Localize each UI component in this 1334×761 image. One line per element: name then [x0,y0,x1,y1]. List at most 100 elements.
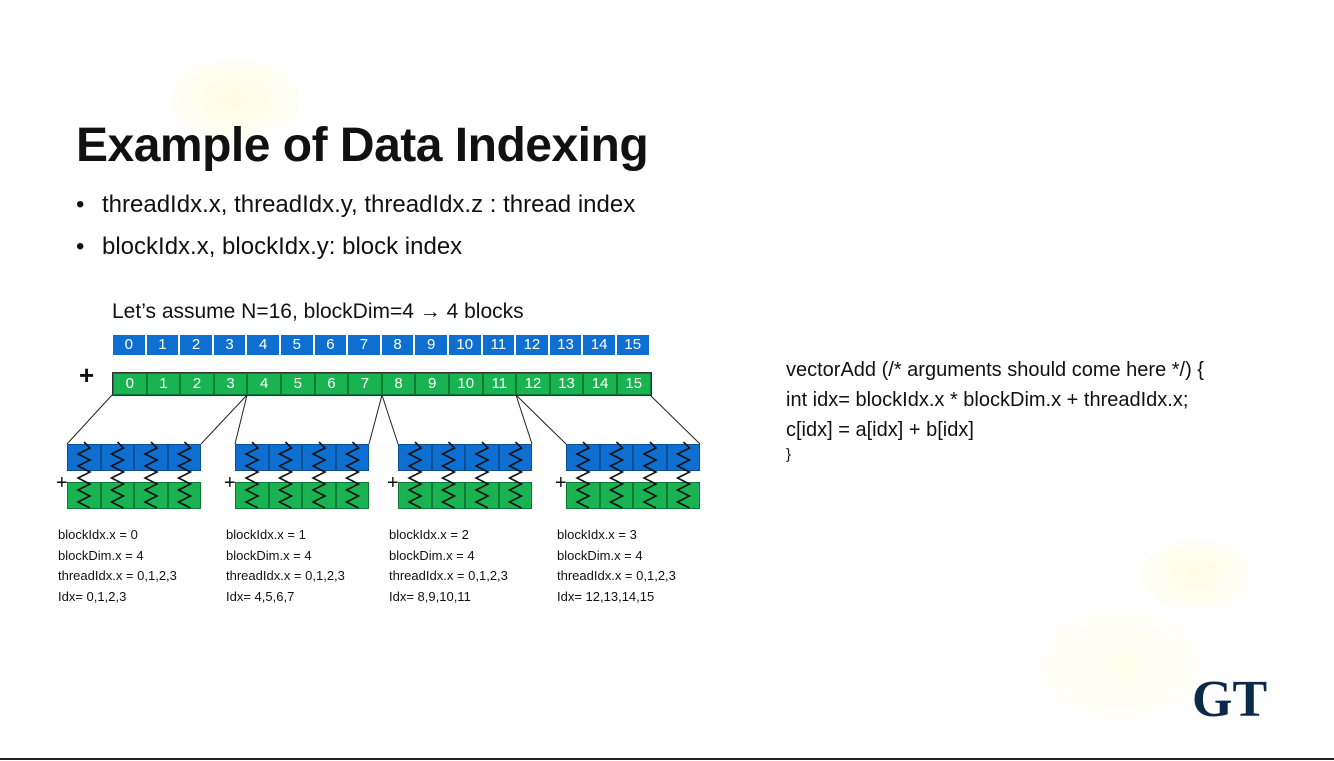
block-cell [268,444,302,471]
block-info-line: blockIdx.x = 3 [557,527,637,542]
array-cell: 8 [381,373,416,395]
mapping-line [515,394,567,445]
array-cell: 0 [113,373,147,395]
block-info-line: blockDim.x = 4 [557,547,643,563]
block-info-line: blockIdx.x = 2 [389,527,469,542]
code-line: } [786,446,792,463]
thread-squiggle [244,441,260,509]
thread-squiggles [407,441,524,509]
thread-squiggle [277,441,294,509]
code-line: c[idx] = a[idx] + b[idx] [786,419,974,441]
thread-squiggle [474,441,490,509]
code-line: int idx= blockIdx.x * blockDim.x + threa… [786,389,1189,411]
block-info-line: Idx= 8,9,10,11 [389,588,471,604]
block-info-line: threadIdx.x = 0,1,2,3 [389,568,508,583]
array-cell: 1 [146,373,181,395]
bullet-marker: • [76,233,85,260]
array-cell: 2 [179,334,213,356]
background-blob [1040,610,1200,720]
block-info-line: blockIdx.x = 0 [58,527,138,542]
array-cell: 8 [380,334,415,356]
block-info-line: blockIdx.x = 1 [226,527,306,542]
block-info-line: Idx= 12,13,14,15 [557,588,655,604]
array-cell: 10 [448,373,483,395]
gt-logo-icon: GT [1192,672,1267,724]
thread-squiggle [642,441,658,509]
thread-squiggle [507,441,524,509]
thread-squiggle [311,441,327,509]
array-cell: 13 [548,334,583,356]
block-info-line: threadIdx.x = 0,1,2,3 [226,568,345,583]
block-array-b [235,482,369,509]
block-info-line: blockDim.x = 4 [58,547,144,563]
array-cell: 7 [347,334,381,356]
block-info-line: threadIdx.x = 0,1,2,3 [557,568,676,583]
block-cell [633,444,667,471]
mapping-line [515,394,533,445]
block-plus-sign: + [224,472,236,494]
array-cell: 14 [583,373,617,395]
array-cell: 4 [247,373,281,395]
slide-title: Example of Data Indexing [76,119,649,172]
block-plus-sign: + [387,472,399,494]
code-line: vectorAdd (/* arguments should come here… [786,359,1204,381]
block-info: blockIdx.x = 3 blockDim.x = 4 threadIdx.x … [557,525,676,607]
array-cell: 11 [481,334,516,356]
gt-logo-text: GT [1192,672,1267,724]
thread-squiggles [575,441,692,509]
array-cell: 9 [415,373,449,395]
thread-squiggle [143,441,159,509]
thread-squiggles [76,441,193,509]
thread-squiggle [176,441,193,509]
mapping-line [368,394,383,445]
block-info: blockIdx.x = 2 blockDim.x = 4 threadIdx.x … [389,525,508,607]
plus-sign: + [79,360,95,390]
array-cell: 4 [246,334,280,356]
block-info: blockIdx.x = 0 blockDim.x = 4 threadIdx.x … [58,525,177,607]
bullet-list: • threadIdx.x, threadIdx.y, threadIdx.z :… [76,184,635,268]
array-cell: 12 [516,373,550,395]
block-plus-sign: + [56,472,68,494]
block-plus-sign: + [555,472,567,494]
block-info-line: threadIdx.x = 0,1,2,3 [58,568,177,583]
thread-squiggle [440,441,457,509]
thread-squiggle [575,441,591,509]
block-info-line: Idx= 0,1,2,3 [58,588,127,604]
thread-squiggle [76,441,92,509]
bullet-item: • blockIdx.x, blockIdx.y: block index [76,226,635,268]
array-cell: 2 [180,373,214,395]
block-info: blockIdx.x = 1 blockDim.x = 4 threadIdx.x … [226,525,345,607]
block-info-line: blockDim.x = 4 [389,547,475,563]
array-cell: 9 [414,334,448,356]
thread-squiggle [344,441,361,509]
mapping-line [649,394,701,445]
thread-squiggle [407,441,423,509]
thread-squiggle [109,441,126,509]
array-cell: 3 [212,334,247,356]
array-cell: 15 [616,373,651,395]
mapping-line [200,394,248,445]
array-cell: 0 [112,334,146,356]
array-cell: 12 [515,334,549,356]
array-cell: 6 [314,373,349,395]
background-blob [1140,540,1250,610]
bullet-text: blockIdx.x, blockIdx.y: block index [102,233,463,260]
thread-squiggle [608,441,625,509]
thread-squiggle [675,441,692,509]
array-cell: 1 [145,334,180,356]
thread-squiggles [244,441,361,509]
bullet-text: threadIdx.x, threadIdx.y, threadIdx.z : … [102,191,636,218]
block-info-line: blockDim.x = 4 [226,547,312,563]
array-cell: 3 [213,373,248,395]
bullet-marker: • [76,191,85,218]
assumption-text: Let’s assume N=16, blockDim=4 → 4 blocks [112,300,524,323]
block-info-line: Idx= 4,5,6,7 [226,588,295,604]
bottom-rule [0,758,1334,760]
mapping-line [381,394,399,445]
mapping-line [66,394,113,445]
bullet-item: • threadIdx.x, threadIdx.y, threadIdx.z :… [76,184,635,226]
array-cell: 7 [348,373,382,395]
array-cell: 13 [549,373,584,395]
